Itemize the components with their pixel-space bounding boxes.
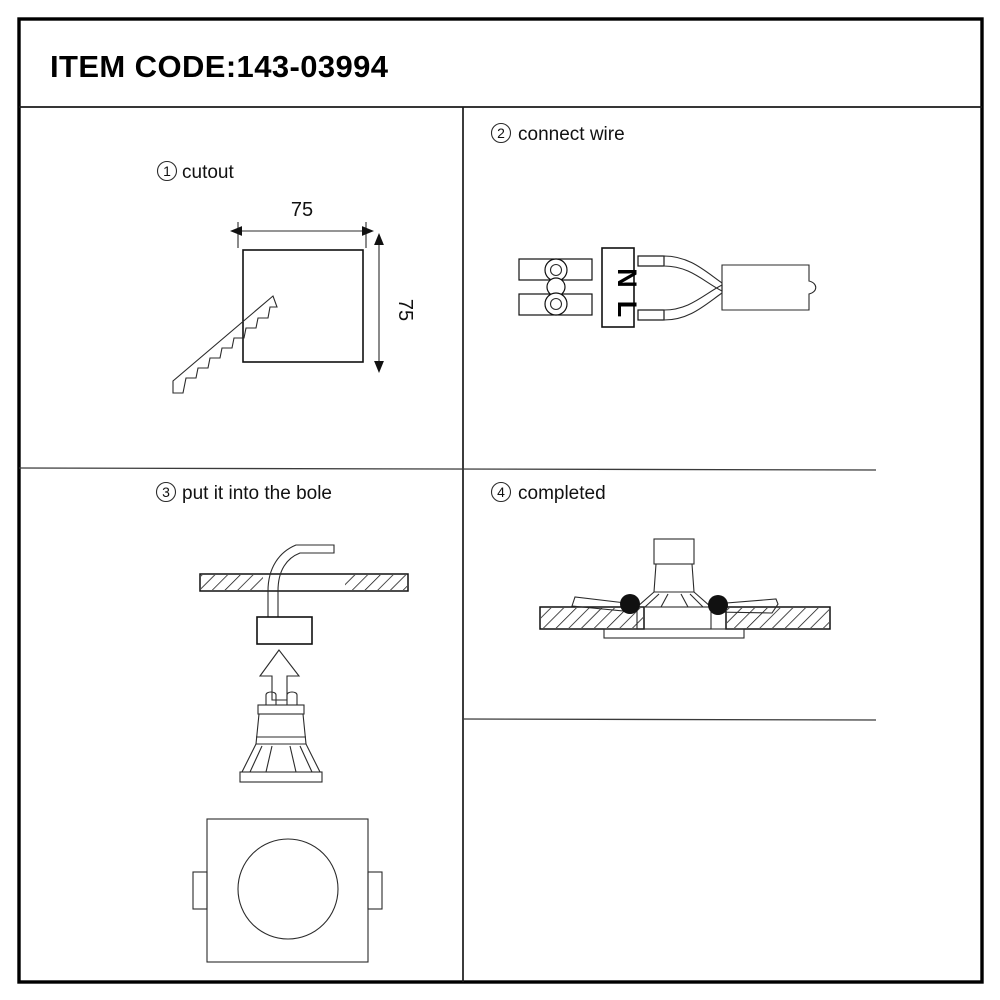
spring-clip-left-pivot — [620, 594, 640, 614]
saw-blade-icon — [172, 295, 278, 394]
bezel-square-frame — [206, 818, 369, 963]
square-bezel-icon — [192, 818, 383, 963]
bezel-ring-lower — [603, 628, 745, 639]
step-1-heading: 1 cutout — [156, 160, 234, 183]
bezel-aperture — [237, 838, 339, 940]
gu10-fin-3 — [289, 745, 297, 773]
lamp-fin-2 — [660, 593, 669, 608]
lamp-fin-1 — [644, 593, 660, 608]
terminal-label-neutral: N — [612, 268, 642, 288]
step-1-number: 1 — [163, 163, 171, 179]
step-4-group: 4 completed — [490, 481, 831, 639]
step-2-number-circle — [490, 122, 512, 144]
step-4-heading: 4 completed — [490, 481, 606, 504]
page-border — [17, 17, 984, 984]
gu10-fin-2 — [265, 745, 273, 773]
wire-ferrule-top — [637, 255, 665, 267]
ceiling-hatch-right — [345, 575, 407, 590]
screw-slot-bottom — [549, 297, 563, 311]
spring-clip-right-icon — [708, 595, 779, 615]
ceiling-slab-right-hatch — [727, 608, 829, 628]
cutout-square-icon — [242, 249, 364, 363]
width-dimension: 75 — [230, 199, 374, 248]
page-title: ITEM CODE:143-03994 — [50, 49, 389, 84]
screw-head-bottom — [544, 292, 568, 316]
horizontal-divider-upper — [18, 467, 877, 471]
step-2-heading: 2 connect wire — [490, 122, 625, 145]
cable-core-lower — [663, 284, 723, 321]
step-2-label: connect wire — [518, 124, 625, 145]
gu10-body — [255, 713, 307, 745]
step-4-number: 4 — [497, 484, 505, 500]
gu10-fin-1 — [249, 745, 263, 773]
spring-clip-right-pivot — [708, 595, 728, 615]
ceiling-slab-icon — [199, 573, 409, 592]
step-1-group: 1 cutout 75 75 — [156, 160, 416, 394]
step-4-number-circle — [490, 481, 512, 503]
lamp-fin-4 — [689, 593, 704, 608]
gu10-fin-4 — [299, 745, 313, 773]
bezel-clip-left — [192, 871, 208, 910]
lamp-fin-3 — [680, 593, 689, 608]
cable-sheath — [721, 264, 817, 311]
lamp-body — [653, 563, 695, 593]
bezel-ring-upper — [636, 606, 712, 630]
screw-slot-top — [549, 263, 563, 277]
step-3-group: 3 put it into the bole — [155, 481, 409, 963]
up-arrow-icon — [258, 649, 301, 701]
step-3-heading: 3 put it into the bole — [155, 481, 332, 504]
gu10-base-plate — [257, 704, 305, 715]
spring-clip-left-icon — [571, 594, 640, 614]
ceiling-hatch-left — [201, 575, 263, 590]
step-3-number-circle — [155, 481, 177, 503]
two-core-cable-icon — [663, 255, 817, 321]
step-4-label: completed — [518, 483, 606, 504]
step-2-group: 2 connect wire N L — [490, 122, 817, 328]
ceiling-slab-left-hatch — [541, 608, 643, 628]
gu10-reflector — [241, 743, 321, 773]
bezel-clip-right — [367, 871, 383, 910]
wire-ferrule-bottom — [637, 309, 665, 321]
gu10-pin-left — [265, 691, 277, 706]
step-1-number-circle — [156, 160, 178, 182]
cable-core-upper — [663, 255, 723, 292]
gu10-pin-right — [286, 691, 298, 706]
height-dimension: 75 — [374, 233, 416, 373]
terminal-block-icon: N L — [601, 247, 642, 328]
terminal-block-body — [601, 247, 635, 328]
horizontal-divider-lower — [462, 718, 877, 721]
dim-width-label: 75 — [291, 199, 313, 221]
terminal-label-live: L — [612, 301, 642, 318]
step-2-number: 2 — [497, 125, 505, 141]
gu10-rim — [239, 771, 323, 783]
screw-terminal-icon — [518, 258, 593, 316]
step-1-label: cutout — [182, 162, 234, 183]
installed-downlight-icon — [603, 538, 745, 639]
step-3-label: put it into the bole — [182, 483, 332, 504]
lamp-base-cap — [653, 538, 695, 565]
gu10-lamp-icon — [239, 691, 323, 783]
connector-box-icon — [256, 616, 313, 645]
step-3-number: 3 — [162, 484, 170, 500]
dim-height-label: 75 — [394, 299, 416, 321]
cable-icon — [267, 544, 335, 626]
installed-ceiling-slab-icon — [539, 606, 831, 630]
